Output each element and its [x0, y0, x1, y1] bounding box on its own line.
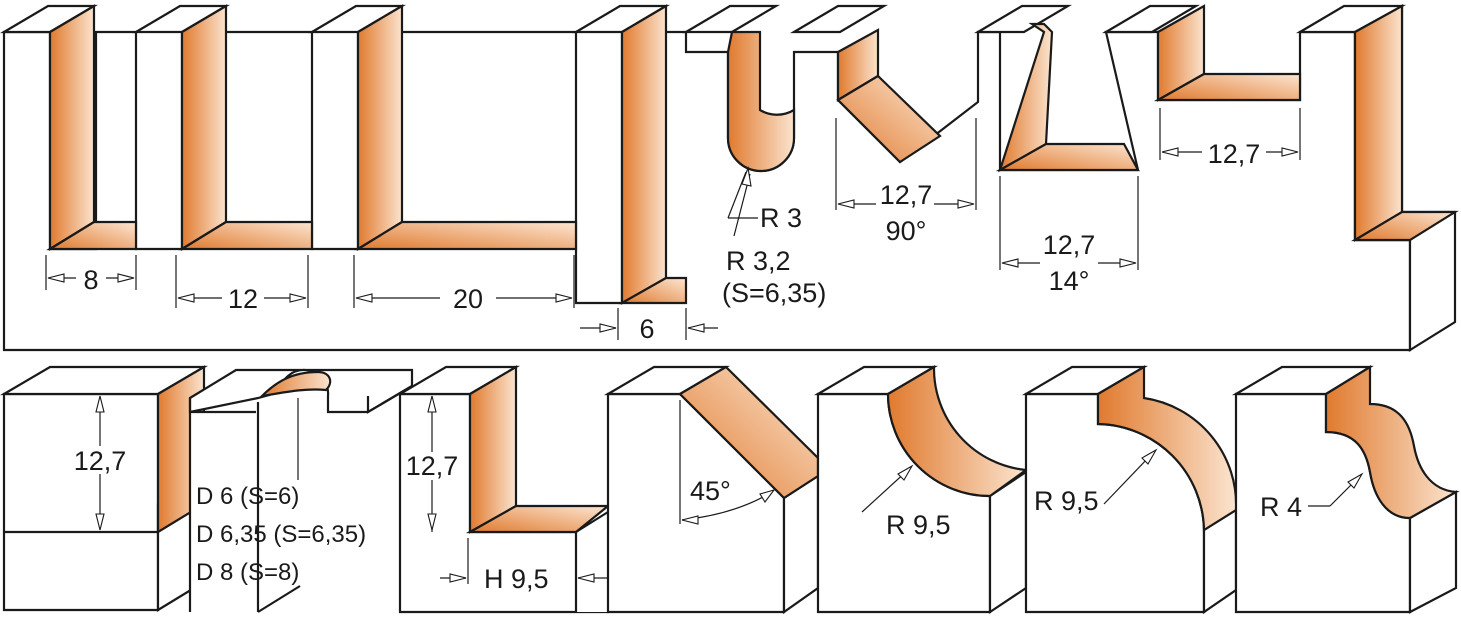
- chamfer-profile: 45°: [603, 365, 820, 615]
- bit-sizes-profile: D 6 (S=6) D 6,35 (S=6,35) D 8 (S=8): [188, 368, 414, 613]
- v-groove-width: 12,7: [880, 180, 933, 210]
- cove-radius: R 9,5: [886, 510, 951, 540]
- t-slot-width: 12,7: [1208, 139, 1261, 169]
- core-box-r1: R 3: [760, 203, 802, 233]
- rabbet-profile: 12,7 H 9,5: [395, 365, 612, 614]
- dim-groove-12: 12: [228, 284, 258, 314]
- v-groove-angle: 90°: [886, 216, 927, 246]
- dovetail-angle: 14°: [1049, 266, 1090, 296]
- dim-groove-8: 8: [83, 265, 98, 295]
- dim-groove-20: 20: [453, 284, 483, 314]
- cove-profile: R 9,5: [813, 365, 1029, 615]
- core-box-r2: R 3,2: [726, 246, 791, 276]
- top-dimensions: 8 12 20 6 R 3 R 3,2 (S=6,35): [45, 108, 1301, 344]
- top-block: [0, 4, 1459, 352]
- bit-size-2: D 6,35 (S=6,35): [196, 521, 366, 548]
- flush-trim-profile: 12,7: [0, 365, 209, 612]
- chamfer-angle: 45°: [690, 476, 731, 506]
- bit-size-3: D 8 (S=8): [196, 559, 299, 586]
- rabbet-height: 12,7: [406, 451, 459, 481]
- dim-groove-6: 6: [639, 314, 654, 344]
- roundover-profile: R 9,5: [1021, 365, 1238, 615]
- bit-size-1: D 6 (S=6): [196, 483, 299, 510]
- ogee-profile: R 4: [1231, 365, 1460, 614]
- rabbet-depth: H 9,5: [484, 564, 549, 594]
- flush-height: 12,7: [74, 446, 127, 476]
- dovetail-width: 12,7: [1043, 230, 1096, 260]
- roundover-radius: R 9,5: [1034, 486, 1099, 516]
- ogee-radius: R 4: [1260, 492, 1302, 522]
- core-box-shank: (S=6,35): [722, 278, 826, 308]
